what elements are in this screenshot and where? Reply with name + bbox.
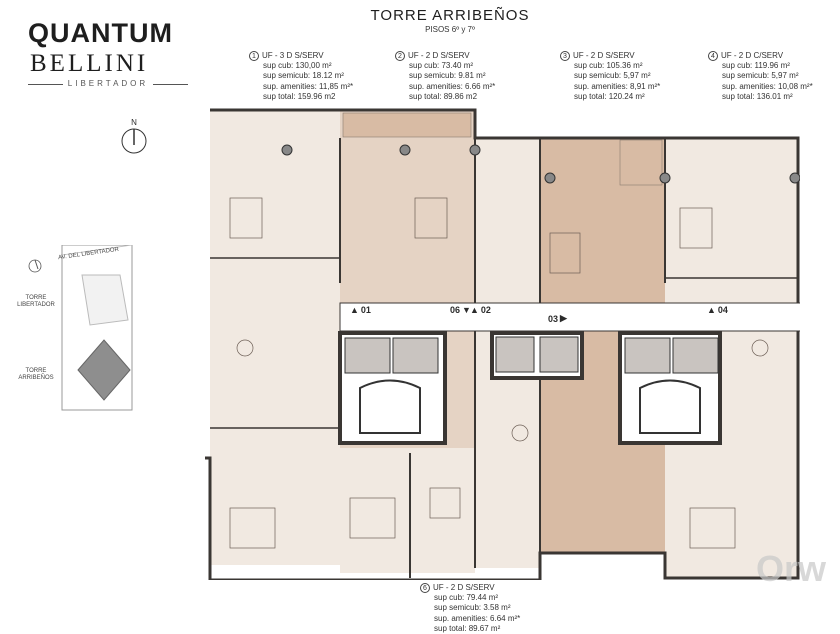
triangle-up-icon: ▲ (350, 305, 359, 315)
unit-tag-03: 03▶ (548, 313, 567, 324)
brand-logo-libertador: LIBERTADOR (28, 79, 188, 88)
triangle-up-icon: ▲ (707, 305, 716, 315)
unit-tag-06: 06▼ (450, 305, 471, 315)
triangle-down-icon: ▼ (462, 305, 471, 315)
brand-logo-quantum: QUANTUM (28, 18, 173, 48)
unit-tag-02: ▲02 (470, 305, 491, 315)
location-tower-libertador: TORRE LIBERTADOR (17, 295, 55, 308)
unit-1-lower (340, 448, 475, 573)
triangle-right-icon: ▶ (560, 313, 567, 323)
watermark-logo: Orw (755, 548, 826, 589)
plan-title: TORRE ARRIBEÑOS (370, 7, 530, 24)
unit-tag-01: ▲01 (350, 305, 371, 315)
plan-floors: PISOS 6º y 7º (425, 25, 475, 34)
floor-plan (205, 108, 800, 580)
north-label: N (131, 118, 137, 127)
unit-1-area (210, 110, 340, 565)
location-tower-arribenos: TORRE ARRIBEÑOS (18, 368, 54, 381)
brand-logo-bellini: BELLINI (30, 50, 149, 77)
triangle-up-icon: ▲ (470, 305, 479, 315)
north-compass-icon (121, 128, 147, 154)
unit-tag-04: ▲04 (707, 305, 728, 315)
location-site-plan (28, 245, 133, 411)
